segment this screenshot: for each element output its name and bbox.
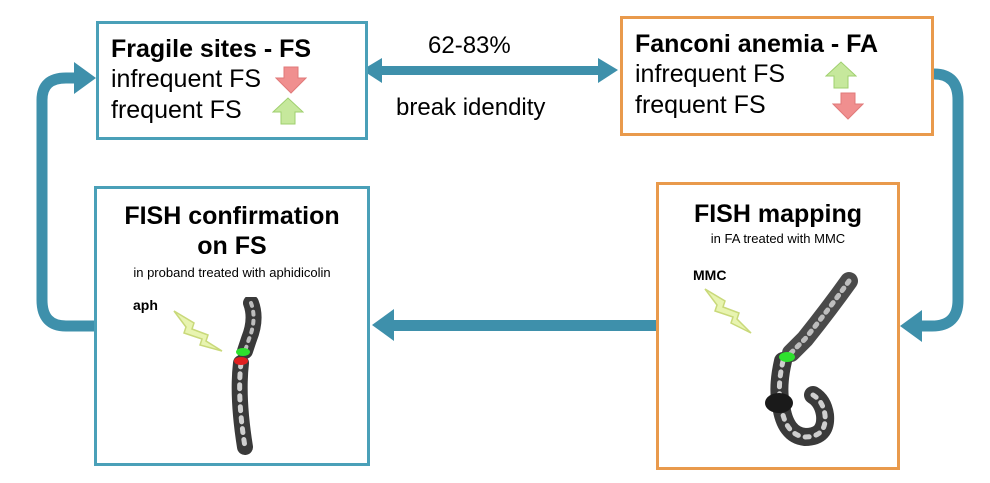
fa-infrequent-label: infrequent FS — [635, 60, 786, 88]
fanconi-anemia-box: Fanconi anemia - FA infrequent FS freque… — [620, 16, 934, 136]
mmc-label: MMC — [693, 267, 727, 283]
fragile-sites-box: Fragile sites - FS infrequent FS frequen… — [96, 21, 368, 140]
fish-mapping-box: FISH mapping in FA treated with MMC MMC — [656, 182, 900, 470]
double-arrow-fs-fa — [362, 58, 618, 83]
fa-infrequent-row: infrequent FS — [635, 59, 931, 90]
up-arrow-icon — [271, 96, 304, 124]
fish-confirmation-box: FISH confirmation on FS in proband treat… — [94, 186, 370, 466]
fs-frequent-label: frequent FS — [111, 96, 242, 124]
fish-mapping-subtitle: in FA treated with MMC — [710, 231, 846, 246]
fish-confirmation-title-line1: FISH confirmation — [124, 202, 340, 230]
aph-label: aph — [133, 297, 158, 313]
down-arrow-icon — [275, 66, 308, 94]
arrow-fa-to-fish-mapping — [900, 68, 964, 342]
fish-mapping-title: FISH mapping — [693, 200, 863, 228]
fa-frequent-row: frequent FS — [635, 90, 931, 121]
chromosome-image — [231, 297, 262, 455]
percent-label: 62-83% — [428, 32, 511, 59]
fish-red-signal — [234, 357, 248, 365]
fragile-sites-title: Fragile sites - FS — [111, 35, 312, 63]
fs-infrequent-label: infrequent FS — [111, 65, 262, 93]
fish-green-signal — [779, 352, 795, 362]
fish-confirmation-subtitle: in proband treated with aphidicolin — [133, 265, 331, 280]
fanconi-anemia-title: Fanconi anemia - FA — [635, 30, 879, 58]
fish-green-signal — [236, 348, 250, 356]
chromosome-image — [765, 272, 858, 447]
fs-frequent-row: frequent FS — [111, 95, 365, 126]
arrow-mapping-to-confirmation — [372, 309, 656, 341]
break-identity-label: break idendity — [396, 94, 546, 121]
lightning-icon — [173, 310, 223, 352]
down-arrow-icon — [831, 92, 864, 120]
up-arrow-icon — [825, 60, 858, 88]
fa-frequent-label: frequent FS — [635, 91, 766, 119]
lightning-icon — [704, 288, 752, 334]
fish-confirmation-title-line2: on FS — [197, 232, 267, 260]
fs-infrequent-row: infrequent FS — [111, 64, 365, 95]
arrow-confirmation-to-fs — [36, 62, 96, 332]
